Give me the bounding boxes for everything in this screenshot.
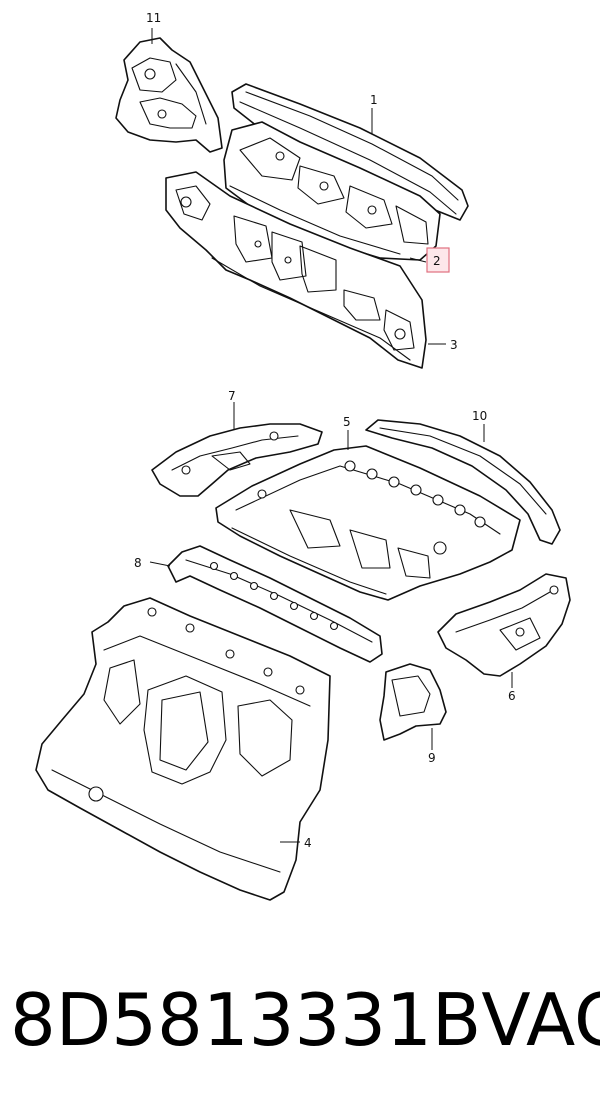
part-7	[151, 402, 323, 497]
callout-11: 11	[146, 11, 161, 25]
part-4	[35, 597, 331, 901]
callout-10: 10	[472, 409, 487, 423]
callout-5: 5	[343, 415, 351, 429]
part-1	[231, 83, 469, 221]
callout-6: 6	[508, 689, 516, 703]
callout-9: 9	[428, 751, 436, 765]
callout-4: 4	[304, 836, 312, 850]
part-8	[149, 545, 383, 663]
brand: VAG	[481, 978, 600, 1062]
parts-diagram: 11 1 2 3 7 5 10 8 6 9 4	[35, 11, 571, 901]
part-5	[215, 430, 521, 601]
part-11	[115, 28, 223, 153]
part-number: 8D5813331B	[10, 978, 482, 1062]
callout-2: 2	[433, 254, 441, 268]
callout-7: 7	[228, 389, 236, 403]
part-10	[365, 419, 561, 545]
part-2	[223, 121, 441, 263]
callout-3: 3	[450, 338, 458, 352]
callout-1: 1	[370, 93, 378, 107]
part-3	[165, 171, 446, 369]
footer: 8D5813331B VAG	[10, 970, 600, 1070]
part-6	[437, 573, 571, 688]
callout-2-highlight	[426, 247, 450, 273]
callout-8: 8	[134, 556, 142, 570]
part-9	[379, 663, 447, 750]
